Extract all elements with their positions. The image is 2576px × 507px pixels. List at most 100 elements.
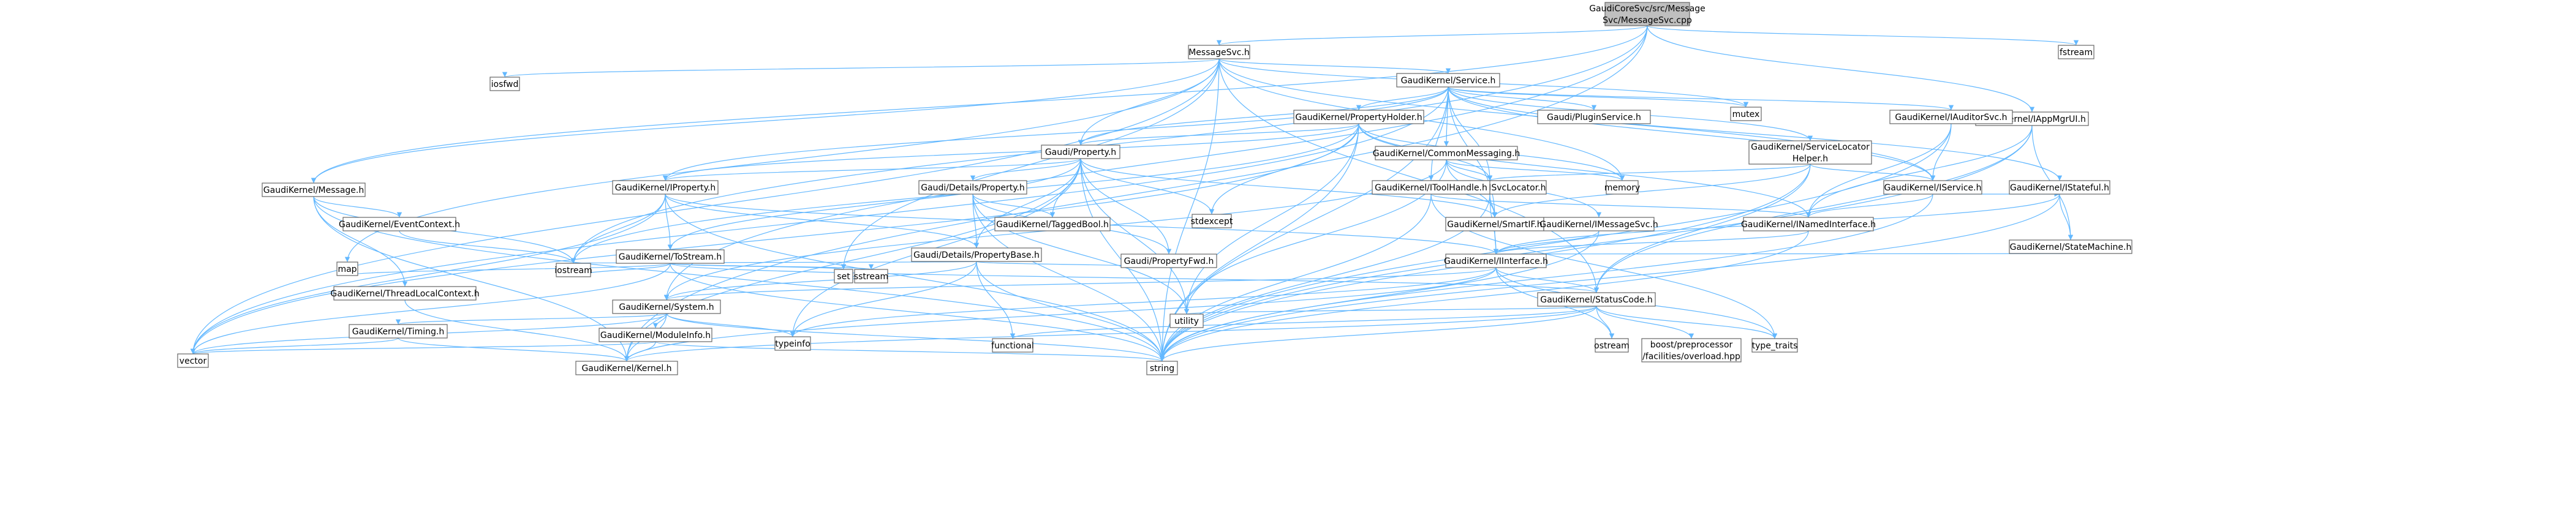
node-service-h[interactable]: GaudiKernel/Service.h xyxy=(1396,73,1500,88)
node-istateful-h[interactable]: GaudiKernel/IStateful.h xyxy=(2009,180,2110,195)
edge-service_h-to-itoolhandle_h xyxy=(1428,86,1449,181)
node-propertyfwd-h[interactable]: Gaudi/PropertyFwd.h xyxy=(1120,254,1217,268)
edge-statuscode_h-to-type_traits xyxy=(1596,306,1778,339)
node-label: /facilities/overload.hpp xyxy=(1642,352,1740,362)
node-threadlocalcontext-h[interactable]: GaudiKernel/ThreadLocalContext.h xyxy=(330,286,480,301)
node-commonmessaging-h[interactable]: GaudiKernel/CommonMessaging.h xyxy=(1373,146,1520,160)
node-label: GaudiKernel/CommonMessaging.h xyxy=(1373,149,1520,159)
node-label: GaudiKernel/Timing.h xyxy=(352,327,444,337)
node-label: GaudiCoreSvc/src/Message xyxy=(1589,4,1705,14)
node-iservice-h[interactable]: GaudiKernel/IService.h xyxy=(1883,180,1982,195)
edge-inamedinterface_h-to-iinterface_h xyxy=(1494,230,1809,255)
node-taggedbool-h[interactable]: GaudiKernel/TaggedBool.h xyxy=(994,217,1111,231)
edge-messagesvc_h-to-vector xyxy=(190,58,1220,355)
node-fstream: fstream xyxy=(2058,45,2094,59)
node-box xyxy=(834,269,853,284)
node-box xyxy=(1192,214,1232,228)
node-imessagesvc-h[interactable]: GaudiKernel/IMessageSvc.h xyxy=(1539,217,1658,231)
node-kernel-h[interactable]: GaudiKernel/Kernel.h xyxy=(575,361,678,375)
node-box xyxy=(1606,180,1639,195)
edge-tostream_h-to-vector xyxy=(190,263,671,355)
node-statemachine-h[interactable]: GaudiKernel/StateMachine.h xyxy=(2009,239,2132,254)
node-box xyxy=(992,338,1033,353)
node-label: GaudiKernel/System.h xyxy=(619,302,714,312)
node-box xyxy=(349,324,448,339)
node-iproperty-h[interactable]: GaudiKernel/IProperty.h xyxy=(612,180,719,195)
node-box xyxy=(1543,217,1655,231)
node-propertybase-h[interactable]: Gaudi/Details/PropertyBase.h xyxy=(911,247,1042,262)
node-label: GaudiKernel/EventContext.h xyxy=(339,220,460,230)
node-messagesvc-h[interactable]: MessageSvc.h xyxy=(1188,45,1250,59)
node-label: GaudiKernel/StateMachine.h xyxy=(2010,242,2132,252)
node-iauditorsvc-h[interactable]: GaudiKernel/IAuditorSvc.h xyxy=(1889,110,2013,124)
node-box xyxy=(854,269,888,284)
edge-moduleinfo_h-to-vector xyxy=(191,341,656,355)
node-moduleinfo-h[interactable]: GaudiKernel/ModuleInfo.h xyxy=(599,328,712,342)
node-smartif-h[interactable]: GaudiKernel/SmartIF.h xyxy=(1445,217,1544,231)
node-box xyxy=(1883,180,1982,195)
node-system-h[interactable]: GaudiKernel/System.h xyxy=(612,299,721,314)
node-tostream-h[interactable]: GaudiKernel/ToStream.h xyxy=(616,249,725,264)
edge-messagesvc_h-to-statuscode_h xyxy=(1218,58,1600,293)
node-box xyxy=(1169,314,1204,328)
node-label: GaudiKernel/IStateful.h xyxy=(2010,183,2109,193)
edge-messagesvc_h-to-string xyxy=(1159,58,1220,362)
edge-iinterface_h-to-statuscode_h xyxy=(1495,267,1600,293)
node-iinterface-h[interactable]: GaudiKernel/IInterface.h xyxy=(1444,254,1548,268)
node-map: map xyxy=(336,261,358,276)
node-box xyxy=(333,286,477,301)
node-inamedinterface-h[interactable]: GaudiKernel/INamedInterface.h xyxy=(1741,217,1876,231)
edge-service_h-to-iservice_h xyxy=(1448,86,1936,181)
edge-iservice_h-to-inamedinterface_h xyxy=(1805,193,1933,218)
node-statuscode-h[interactable]: GaudiKernel/StatusCode.h xyxy=(1537,292,1656,307)
edge-iappmgrui_h-to-string xyxy=(1159,125,2033,362)
edge-system_h-to-typeinfo xyxy=(666,313,796,337)
edge-root-to-system_h xyxy=(663,25,1648,301)
dependency-edges xyxy=(190,25,2079,362)
node-utility: utility xyxy=(1169,314,1204,328)
edge-tostream_h-to-string xyxy=(670,263,1165,362)
edge-service_h-to-isvclocator_h xyxy=(1448,86,1493,181)
node-label: GaudiKernel/IAuditorSvc.h xyxy=(1895,113,2007,122)
node-timing-h[interactable]: GaudiKernel/Timing.h xyxy=(349,324,448,339)
node-box xyxy=(1751,338,1798,353)
edge-service_h-to-istateful_h xyxy=(1448,86,2063,181)
node-label: boost/preprocessor xyxy=(1650,340,1733,350)
node-label: iostream xyxy=(554,266,592,276)
edge-propertybase_h-to-functional xyxy=(976,261,1016,339)
node-root[interactable]: GaudiCoreSvc/src/MessageSvc/MessageSvc.c… xyxy=(1589,2,1705,26)
edge-propertybase_h-to-typeinfo xyxy=(790,261,977,337)
node-details-property-h[interactable]: Gaudi/Details/Property.h xyxy=(918,180,1027,195)
node-message-h[interactable]: GaudiKernel/Message.h xyxy=(262,182,366,197)
edge-service_h-to-string xyxy=(1159,86,1449,362)
edge-service_h-to-iauditorsvc_h xyxy=(1448,86,1954,111)
edge-property_h-to-details_property_h xyxy=(970,158,1081,181)
node-label: utility xyxy=(1174,317,1199,326)
node-box xyxy=(612,299,721,314)
node-pluginservice-h[interactable]: Gaudi/PluginService.h xyxy=(1537,110,1651,124)
node-label: GaudiKernel/ThreadLocalContext.h xyxy=(330,289,479,299)
node-memory: memory xyxy=(1604,180,1640,195)
edge-iproperty_h-to-vector xyxy=(190,193,666,355)
edge-iinterface_h-to-system_h xyxy=(664,267,1497,301)
node-label: GaudiKernel/Service.h xyxy=(1401,76,1496,86)
edge-service_h-to-property_h xyxy=(1078,86,1449,146)
node-label: fstream xyxy=(2060,48,2093,58)
node-property-h[interactable]: Gaudi/Property.h xyxy=(1041,145,1120,159)
node-propertyholder-h[interactable]: GaudiKernel/PropertyHolder.h xyxy=(1293,110,1424,124)
edge-details_property_h-to-taggedbool_h xyxy=(972,193,1056,218)
edge-message_h-to-eventcontext_h xyxy=(313,196,402,218)
edge-statuscode_h-to-ostream xyxy=(1596,306,1615,339)
edge-iproperty_h-to-tostream_h xyxy=(665,193,673,250)
node-eventcontext-h[interactable]: GaudiKernel/EventContext.h xyxy=(339,217,460,231)
node-label: GaudiKernel/TaggedBool.h xyxy=(996,220,1109,230)
node-box xyxy=(556,263,591,277)
node-typeinfo: typeinfo xyxy=(774,336,811,351)
node-label: Gaudi/Details/Property.h xyxy=(921,183,1025,193)
edge-root-to-kernel_h xyxy=(624,25,1648,362)
edge-property_h-to-stdexcept xyxy=(1080,158,1215,215)
edge-property_h-to-smartif_h xyxy=(1080,158,1498,218)
node-box xyxy=(336,261,358,276)
node-itoolhandle-h[interactable]: GaudiKernel/IToolHandle.h xyxy=(1372,180,1490,195)
